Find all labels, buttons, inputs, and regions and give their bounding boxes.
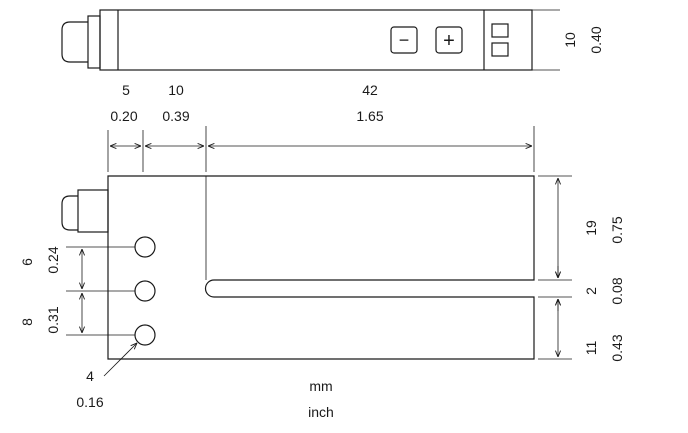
top-body (99, 9, 533, 71)
left-lower-mm: 8 (19, 318, 35, 326)
right-lower-inch: 0.43 (609, 334, 625, 361)
horizontal-dimensions: 5 10 42 0.20 0.39 1.65 (107, 82, 535, 172)
left-upper-mm: 6 (19, 258, 35, 266)
right-slot-inch: 0.08 (609, 277, 625, 304)
right-lower-mm: 11 (583, 341, 599, 356)
front-view (61, 175, 535, 360)
right-slot-mm: 2 (583, 287, 599, 295)
dim-42-mm: 42 (362, 82, 378, 98)
height-inch-label: 0.40 (588, 26, 604, 53)
mount-hole-1 (134, 236, 156, 258)
top-view: − + 10 0.40 (61, 9, 604, 71)
left-dimensions: 6 0.24 8 0.31 (19, 246, 135, 336)
left-upper-inch: 0.24 (45, 246, 61, 273)
connector-front (61, 189, 109, 233)
indicator-upper (491, 23, 509, 38)
right-upper-mm: 19 (583, 220, 599, 236)
dim-5-mm: 5 (122, 82, 130, 98)
hole-inch-label: 0.16 (76, 394, 103, 410)
dim-42-inch: 1.65 (356, 108, 383, 124)
left-lower-inch: 0.31 (45, 306, 61, 333)
dim-5-inch: 0.20 (110, 108, 137, 124)
plus-button: + (435, 26, 463, 54)
right-dimensions: 19 0.75 2 0.08 11 0.43 (538, 175, 625, 362)
height-mm-label: 10 (562, 32, 578, 48)
right-upper-inch: 0.75 (609, 216, 625, 243)
hole-mm-label: 4 (86, 368, 94, 384)
svg-text:−: − (399, 30, 410, 50)
mount-hole-3 (134, 324, 156, 346)
hole-diameter-callout: 4 0.16 (76, 343, 137, 410)
front-body (107, 175, 535, 360)
units-legend: mm inch (308, 378, 334, 420)
svg-text:+: + (443, 30, 455, 52)
dim-10-inch: 0.39 (162, 108, 189, 124)
unit-mm: mm (309, 378, 332, 394)
unit-inch: inch (308, 404, 334, 420)
dim-10-mm: 10 (168, 82, 184, 98)
connector-top (61, 15, 101, 69)
indicator-lower (491, 42, 509, 57)
minus-button: − (390, 26, 418, 54)
mount-hole-2 (134, 280, 156, 302)
